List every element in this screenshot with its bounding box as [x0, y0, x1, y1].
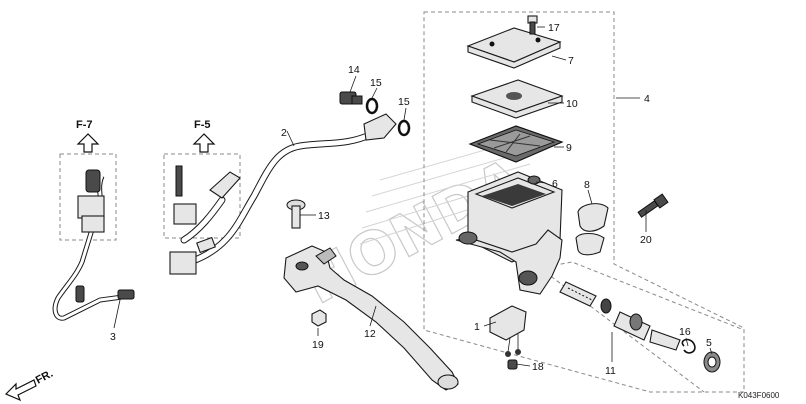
banjo-bolt [339, 91, 363, 105]
sealing-washer-2 [397, 119, 411, 137]
sealing-washer-1 [365, 97, 379, 115]
brake-pipe [52, 169, 135, 321]
callout-14: 14 [348, 64, 360, 76]
callout-12: 12 [364, 328, 376, 340]
ref-f5-box [163, 153, 241, 239]
callout-15a: 15 [370, 77, 382, 89]
reservoir-cap [466, 27, 562, 69]
master-cylinder-assembly-box [423, 11, 745, 393]
lever-pivot-nut [311, 309, 327, 327]
diaphragm-plate [470, 79, 564, 119]
callout-20: 20 [640, 234, 652, 246]
master-cylinder-holder [575, 203, 609, 256]
callout-2: 2 [281, 127, 287, 139]
callout-11: 11 [605, 365, 616, 377]
front-direction-arrow [4, 379, 37, 402]
piston-set [559, 281, 681, 351]
holder-bolt [637, 193, 669, 218]
cap-screw [527, 15, 538, 35]
brake-hose [169, 113, 397, 275]
callout-19: 19 [312, 339, 324, 351]
callout-6: 6 [552, 178, 558, 190]
ref-f7-arrow [76, 133, 100, 153]
direction-label: FR. [34, 368, 55, 387]
circlip [681, 338, 696, 354]
switch-screw [507, 359, 518, 370]
callout-3: 3 [110, 331, 116, 343]
front-brake-switch [489, 305, 527, 357]
callout-15b: 15 [398, 96, 410, 108]
master-cylinder-body [455, 171, 563, 295]
callout-1: 1 [474, 321, 480, 333]
ref-f7-label: F-7 [76, 119, 93, 131]
leader-lines [113, 26, 713, 367]
boot [703, 351, 721, 373]
screw-6 [527, 175, 541, 185]
brake-lever [283, 245, 459, 391]
callout-13: 13 [318, 210, 330, 222]
callout-10: 10 [566, 98, 578, 110]
diagram-code: K043F0600 [738, 391, 780, 400]
ref-f5-label: F-5 [194, 119, 211, 131]
honda-wing-logo [359, 139, 537, 245]
diaphragm [468, 125, 564, 163]
callout-7: 7 [568, 55, 574, 67]
callout-18: 18 [532, 361, 544, 373]
lever-pivot-bolt [286, 199, 306, 229]
callout-5: 5 [706, 337, 712, 349]
ref-f5-arrow [192, 133, 216, 153]
callout-8: 8 [584, 179, 590, 191]
callout-16: 16 [679, 326, 691, 338]
callout-4: 4 [644, 93, 650, 105]
callout-labels: F-7 F-5 1 2 3 4 5 6 7 8 9 10 11 12 13 14… [34, 22, 780, 400]
callout-9: 9 [566, 142, 572, 154]
callout-17: 17 [548, 22, 560, 34]
